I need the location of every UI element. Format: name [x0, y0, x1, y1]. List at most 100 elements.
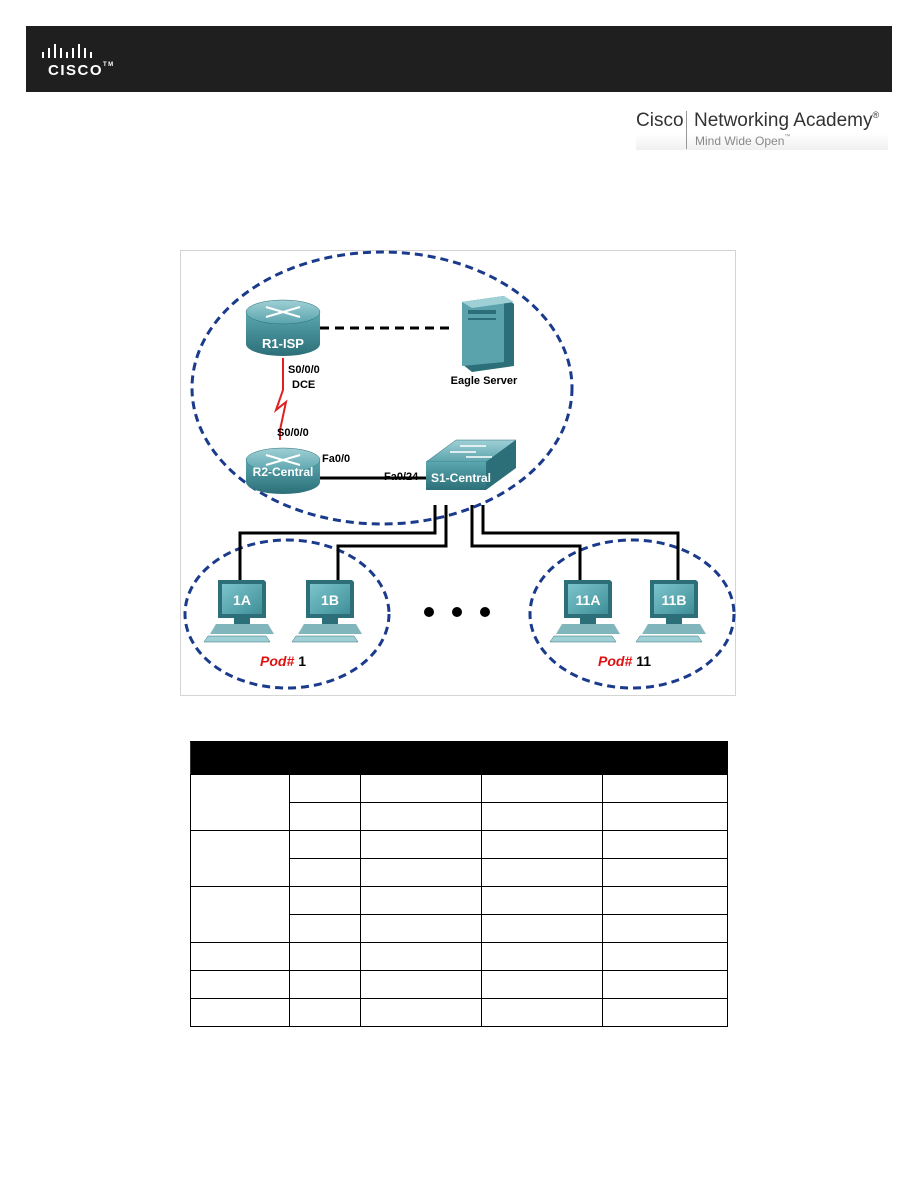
- s1-fa-label: Fa0/24: [384, 471, 419, 483]
- topology-frame: [180, 250, 736, 696]
- pod1-number: 1: [298, 653, 306, 669]
- table-row: [190, 942, 728, 971]
- pod1-label: Pod#1: [260, 653, 306, 669]
- table-cell: [190, 942, 290, 971]
- pod11-boundary: [528, 538, 736, 690]
- table-cell: [481, 970, 603, 999]
- pc-1a-label: 1A: [233, 592, 251, 608]
- r2-fa-label: Fa0/0: [322, 453, 350, 465]
- table-cell: [289, 858, 361, 887]
- table-cell: [602, 802, 728, 831]
- table-cell: [289, 886, 361, 915]
- table-header-row: [190, 741, 728, 775]
- pod1-prefix: Pod#: [260, 653, 294, 669]
- r1-dce-label: DCE: [292, 379, 315, 391]
- table-row: [190, 970, 728, 999]
- table-cell: [190, 774, 290, 831]
- academy-brand: Cisco: [636, 110, 684, 131]
- table-header-cell: [289, 741, 361, 775]
- s1-switch-icon: [425, 439, 517, 490]
- cisco-tm: TM: [103, 62, 115, 68]
- table-cell: [481, 774, 603, 803]
- r1-label: R1-ISP: [262, 336, 304, 351]
- table-row: [190, 998, 728, 1027]
- table-cell: [360, 830, 482, 859]
- table-cell: [481, 886, 603, 915]
- table-cell: [190, 998, 290, 1027]
- pod11-prefix: Pod#: [598, 653, 632, 669]
- pc-11a-label: 11A: [576, 592, 601, 608]
- academy-tagline: Mind Wide Open: [695, 134, 785, 148]
- r1-router-icon: [245, 299, 321, 356]
- cisco-wordmark: CISCO: [48, 62, 104, 79]
- table-cell: [602, 830, 728, 859]
- academy-reg: ®: [872, 110, 880, 120]
- table-cell: [481, 830, 603, 859]
- r2-serial-label: S0/0/0: [277, 427, 309, 439]
- table-cell: [360, 886, 482, 915]
- academy-tagline-tm: ™: [784, 134, 791, 140]
- table-cell: [190, 886, 290, 943]
- core-network-boundary: [190, 250, 574, 526]
- table-cell: [360, 914, 482, 943]
- header-bar: [26, 26, 892, 92]
- pc-11b-icon: [635, 580, 706, 643]
- table-cell: [360, 942, 482, 971]
- table-cell: [602, 858, 728, 887]
- eagle-server-label: Eagle Server: [451, 375, 518, 387]
- table-header-cell: [602, 741, 728, 775]
- table-cell: [289, 998, 361, 1027]
- table-cell: [602, 774, 728, 803]
- table-cell: [602, 942, 728, 971]
- table-cell: [289, 830, 361, 859]
- table-header-cell: [190, 741, 290, 775]
- table-cell: [360, 970, 482, 999]
- switch-pc-cables: [238, 505, 680, 585]
- pod1-boundary: [183, 538, 391, 690]
- table-cell: [360, 858, 482, 887]
- s1-label: S1-Central: [431, 471, 491, 485]
- pc-1a-icon: [203, 580, 274, 643]
- table-cell: [289, 914, 361, 943]
- table-header-cell: [481, 741, 603, 775]
- table-cell: [360, 998, 482, 1027]
- table-cell: [289, 802, 361, 831]
- academy-name: Networking Academy: [694, 110, 873, 131]
- table-cell: [360, 802, 482, 831]
- table-row: [190, 830, 728, 887]
- table-cell: [602, 914, 728, 943]
- pc-1b-label: 1B: [321, 592, 339, 608]
- pc-1b-icon: [291, 580, 362, 643]
- table-cell: [190, 830, 290, 887]
- table-cell: [481, 942, 603, 971]
- table-cell: [481, 998, 603, 1027]
- pod11-label: Pod#11: [598, 653, 651, 669]
- academy-divider: [686, 111, 687, 149]
- table-cell: [481, 802, 603, 831]
- table-cell: [481, 914, 603, 943]
- table-row: [191, 802, 728, 831]
- cisco-bars-icon: [42, 44, 92, 58]
- table-cell: [481, 858, 603, 887]
- table-cell: [289, 774, 361, 803]
- pc-11a-icon: [549, 580, 620, 643]
- table-cell: [360, 774, 482, 803]
- table-row: [191, 914, 728, 943]
- serial-link: [273, 358, 288, 440]
- table-cell: [602, 970, 728, 999]
- table-cell: [602, 998, 728, 1027]
- table-cell: [190, 970, 290, 999]
- cisco-logo: CISCOTM: [40, 44, 113, 79]
- network-topology-diagram: R1-ISP S0/0/0 DCE Eagle Server S0/0/0 R2…: [183, 250, 736, 690]
- r2-label: R2-Central: [253, 465, 314, 479]
- r2-router-icon: [245, 447, 321, 494]
- pod11-number: 11: [636, 653, 651, 669]
- ellipsis-dots: [424, 607, 490, 617]
- academy-logo: Cisco Networking Academy® Mind Wide Open…: [636, 108, 888, 150]
- table-cell: [602, 886, 728, 915]
- r1-serial-label: S0/0/0: [288, 364, 320, 376]
- pc-11b-label: 11B: [662, 592, 687, 608]
- table-row: [190, 886, 728, 943]
- addressing-table: [190, 741, 728, 1027]
- eagle-server-icon: [462, 296, 514, 372]
